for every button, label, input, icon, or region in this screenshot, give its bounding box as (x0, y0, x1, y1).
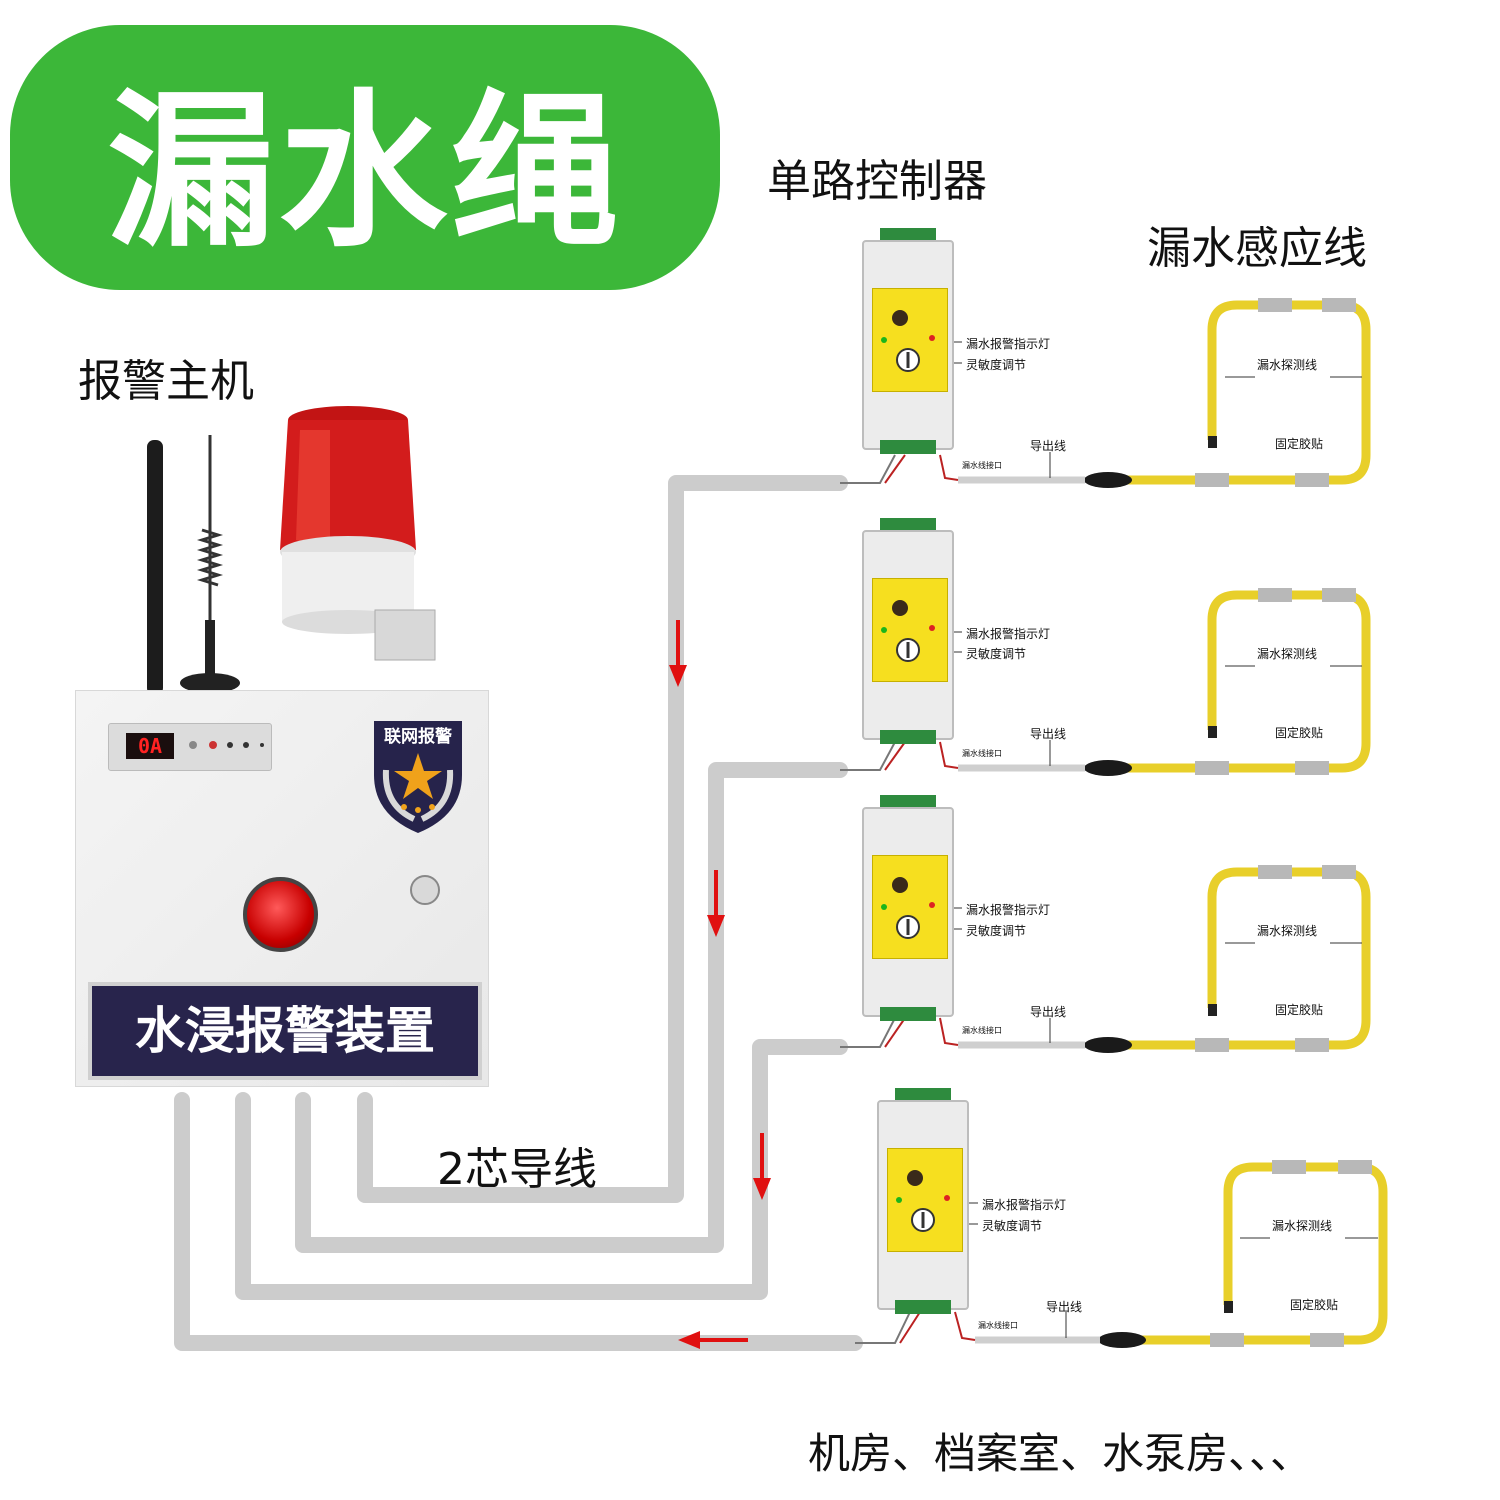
wire-1 (357, 475, 848, 1203)
sensitivity-annotation: 灵敏度调节 (966, 358, 1027, 372)
indicator-led-icon (896, 1170, 950, 1232)
sensor-line-label: 漏水感应线 (1147, 223, 1367, 274)
indicator-led-icon (881, 877, 935, 939)
indicator-annotation: 漏水报警指示灯 (982, 1198, 1067, 1212)
probe-annotation: 漏水探测线 (1257, 647, 1318, 661)
probe-annotation: 漏水探测线 (1272, 1219, 1333, 1233)
sensor-rope-2 (1120, 590, 1371, 773)
probe-annotation: 漏水探测线 (1257, 358, 1318, 372)
outlet-annotation: 导出线 (1030, 439, 1067, 453)
status-leds-icon (189, 741, 264, 749)
outlet-annotation: 导出线 (1030, 1005, 1067, 1019)
outlet-annotation: 导出线 (1030, 727, 1067, 741)
wire-label: 2芯导线 (437, 1144, 597, 1195)
title-badge: 漏水绳 (10, 25, 720, 290)
alarm-reset-button[interactable] (243, 877, 318, 952)
footer-locations: 机房、档案室、水泵房、、、 (808, 1429, 1313, 1478)
adhesive-annotation: 固定胶贴 (1290, 1298, 1339, 1312)
police-badge-icon (374, 721, 462, 833)
wire-4 (174, 1092, 863, 1351)
adhesive-annotation: 固定胶贴 (1275, 437, 1324, 451)
badge-label: 联网报警 (384, 727, 452, 747)
controller-label: 单路控制器 (767, 156, 987, 207)
sensor-rope-3 (1120, 867, 1371, 1050)
wire-2 (295, 762, 848, 1253)
sensor-rope-1 (1120, 300, 1371, 485)
siren-light-icon (280, 406, 436, 661)
port-annotation: 漏水线接口 (962, 1026, 1002, 1035)
sensitivity-annotation: 灵敏度调节 (982, 1219, 1043, 1233)
sensor-rope-4 (1135, 1162, 1388, 1345)
outlet-annotation: 导出线 (1046, 1300, 1083, 1314)
adhesive-annotation: 固定胶贴 (1275, 1003, 1324, 1017)
indicator-annotation: 漏水报警指示灯 (966, 903, 1051, 917)
port-annotation: 漏水线接口 (978, 1321, 1018, 1330)
indicator-annotation: 漏水报警指示灯 (966, 627, 1051, 641)
controller-unit (858, 228, 958, 458)
key-switch[interactable] (410, 875, 440, 905)
wire-3 (235, 1039, 848, 1300)
antenna-left-icon (147, 440, 163, 695)
controller-unit (873, 1088, 973, 1318)
sensitivity-annotation: 灵敏度调节 (966, 924, 1027, 938)
indicator-led-icon (881, 600, 935, 662)
host-label: 报警主机 (78, 356, 254, 407)
probe-annotation: 漏水探测线 (1257, 924, 1318, 938)
indicator-annotation: 漏水报警指示灯 (966, 337, 1051, 351)
page-title: 漏水绳 (107, 74, 623, 270)
antenna-spring-icon (180, 435, 240, 693)
port-annotation: 漏水线接口 (962, 461, 1002, 470)
indicator-led-icon (881, 310, 935, 372)
port-annotation: 漏水线接口 (962, 749, 1002, 758)
controller-unit (858, 795, 958, 1025)
host-banner: 水浸报警装置 (88, 982, 482, 1080)
sensitivity-annotation: 灵敏度调节 (966, 647, 1027, 661)
led-display: 0A (126, 733, 174, 759)
controller-unit (858, 518, 958, 748)
adhesive-annotation: 固定胶贴 (1275, 726, 1324, 740)
